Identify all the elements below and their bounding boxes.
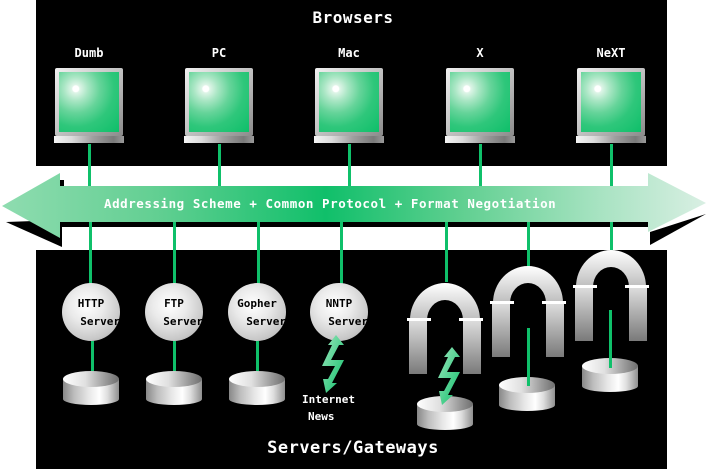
connector-line: [340, 222, 343, 284]
connector-line: [610, 222, 613, 252]
http-server: HTTP Server: [62, 283, 120, 341]
browser-label-pc: PC: [211, 46, 227, 60]
connector-line: [256, 341, 259, 383]
connector-line: [218, 144, 221, 186]
band-label: Addressing Scheme + Common Protocol + Fo…: [104, 196, 557, 211]
browser-label-x: X: [476, 46, 484, 60]
monitor-icon: [54, 68, 124, 144]
browser-label-next: NeXT: [596, 46, 626, 60]
monitor-icon: [576, 68, 646, 144]
connector-line: [445, 222, 448, 282]
server-label: NNTP: [325, 297, 353, 310]
disk-icon: [146, 371, 202, 407]
server-label: FTP: [164, 297, 184, 310]
server-label: HTTP: [77, 297, 105, 310]
server-label: Server: [328, 315, 368, 328]
connector-line: [173, 341, 176, 383]
gateway-arch-icon: [490, 266, 566, 357]
gateway-arch-icon: [407, 283, 483, 374]
gopher-server: Gopher Server: [228, 283, 286, 341]
nntp-server: NNTP Server: [310, 283, 368, 341]
connector-line: [610, 144, 613, 186]
ftp-server: FTP Server: [145, 283, 203, 341]
browser-label-dumb: Dumb: [74, 46, 104, 60]
connector-line: [609, 310, 612, 368]
server-label: Server: [246, 315, 286, 328]
connector-line: [257, 222, 260, 284]
arrow-shadow-right: [650, 214, 706, 245]
browser-label-mac: Mac: [338, 46, 360, 60]
server-label: Gopher: [237, 297, 277, 310]
servers-gateways-title: Servers/Gateways: [267, 438, 439, 458]
server-label: Server: [163, 315, 203, 328]
monitor-icon: [314, 68, 384, 144]
disk-icon: [229, 371, 285, 407]
arrow-shape: [2, 173, 706, 238]
connector-line: [88, 144, 91, 186]
band-shadow-bottom: [60, 222, 652, 227]
disk-icon: [63, 371, 119, 407]
internet-news-label-line1: Internet: [302, 393, 355, 406]
disk-icon: [417, 396, 473, 436]
internet-news-label-line2: News: [308, 410, 335, 423]
connector-line: [173, 222, 176, 284]
lightning-icon: [438, 347, 460, 405]
browsers-title: Browsers: [312, 8, 394, 27]
connector-line: [479, 144, 482, 186]
connector-line: [348, 144, 351, 186]
band-shadow-top: [60, 180, 64, 188]
gateway-arch-icon: [573, 250, 649, 341]
connector-line: [89, 222, 92, 284]
lightning-icon: [322, 335, 344, 393]
monitor-icon: [184, 68, 254, 144]
connector-line: [91, 341, 94, 383]
monitor-icon: [445, 68, 515, 144]
connector-line: [527, 328, 530, 386]
connector-line: [527, 222, 530, 267]
server-label: Server: [80, 315, 120, 328]
